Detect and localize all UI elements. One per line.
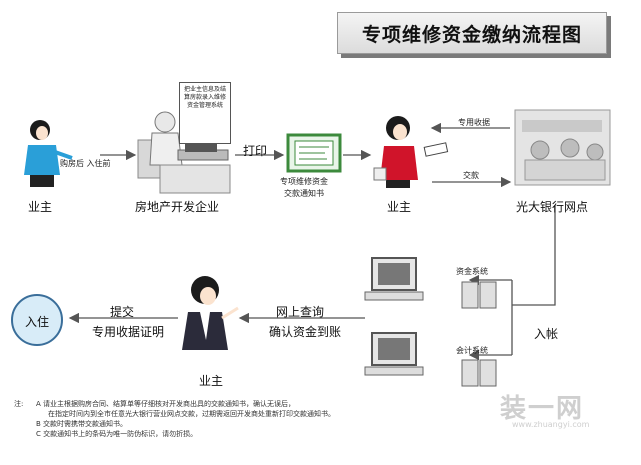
notes-label: 注:: [14, 400, 24, 408]
owner1-note: 购房后 入住前: [60, 159, 111, 168]
arrow-posting-line: [512, 205, 556, 306]
move-in-label: 入住: [25, 315, 50, 329]
accounting-system-computer: [364, 332, 497, 387]
note-b: B 交款时需携带交款通知书。: [36, 420, 128, 428]
owner3-figure: [182, 276, 239, 350]
fund-system-computer: [364, 257, 497, 309]
owner3-label: 业主: [199, 374, 224, 388]
owner2-figure: [373, 116, 449, 188]
posting-label: 入帐: [534, 327, 559, 341]
receipt-label: 专用收据: [458, 118, 490, 127]
note-a-line1: A 请业主根据购房合同、结算单等仔细核对开发商出具的交款通知书，确认无误后，: [36, 400, 296, 408]
diagram-title: 专项维修资金缴纳流程图: [337, 12, 607, 54]
print-label: 打印: [243, 144, 268, 158]
notice-label-line2: 交款通知书: [284, 189, 324, 198]
online-label-line2: 确认资金到账: [269, 325, 342, 339]
receipt-proof-label: 专用收据证明: [92, 325, 165, 339]
fund-system-label: 资金系统: [456, 267, 488, 276]
submit-label: 提交: [110, 305, 135, 319]
developer-bubble: 把业主信息及结算房款录入维修资金管理系统: [179, 82, 231, 144]
payment-label: 交款: [463, 171, 479, 180]
bank-scene: [514, 109, 611, 186]
notice-document-icon: [286, 133, 342, 173]
owner1-label: 业主: [28, 200, 53, 214]
note-a-line2: 在指定时间内到全市任意光大银行营业网点交款，过期需返回开发商处重新打印交款通知书…: [48, 410, 335, 418]
online-label-line1: 网上查询: [276, 305, 325, 319]
note-c: C 交款通知书上的条码为唯一防伪标识，请勿折损。: [36, 430, 198, 438]
watermark-url: www.zhuangyi.com: [512, 420, 590, 429]
owner2-label: 业主: [387, 200, 412, 214]
accounting-system-label: 会计系统: [456, 346, 488, 355]
move-in-circle: [11, 294, 63, 346]
notice-label-line1: 专项维修资金: [280, 177, 328, 186]
developer-label: 房地产开发企业: [135, 200, 220, 214]
bank-label: 光大银行网点: [516, 200, 589, 214]
watermark-logo: 装一网: [500, 394, 585, 424]
owner1-figure: [24, 120, 73, 187]
